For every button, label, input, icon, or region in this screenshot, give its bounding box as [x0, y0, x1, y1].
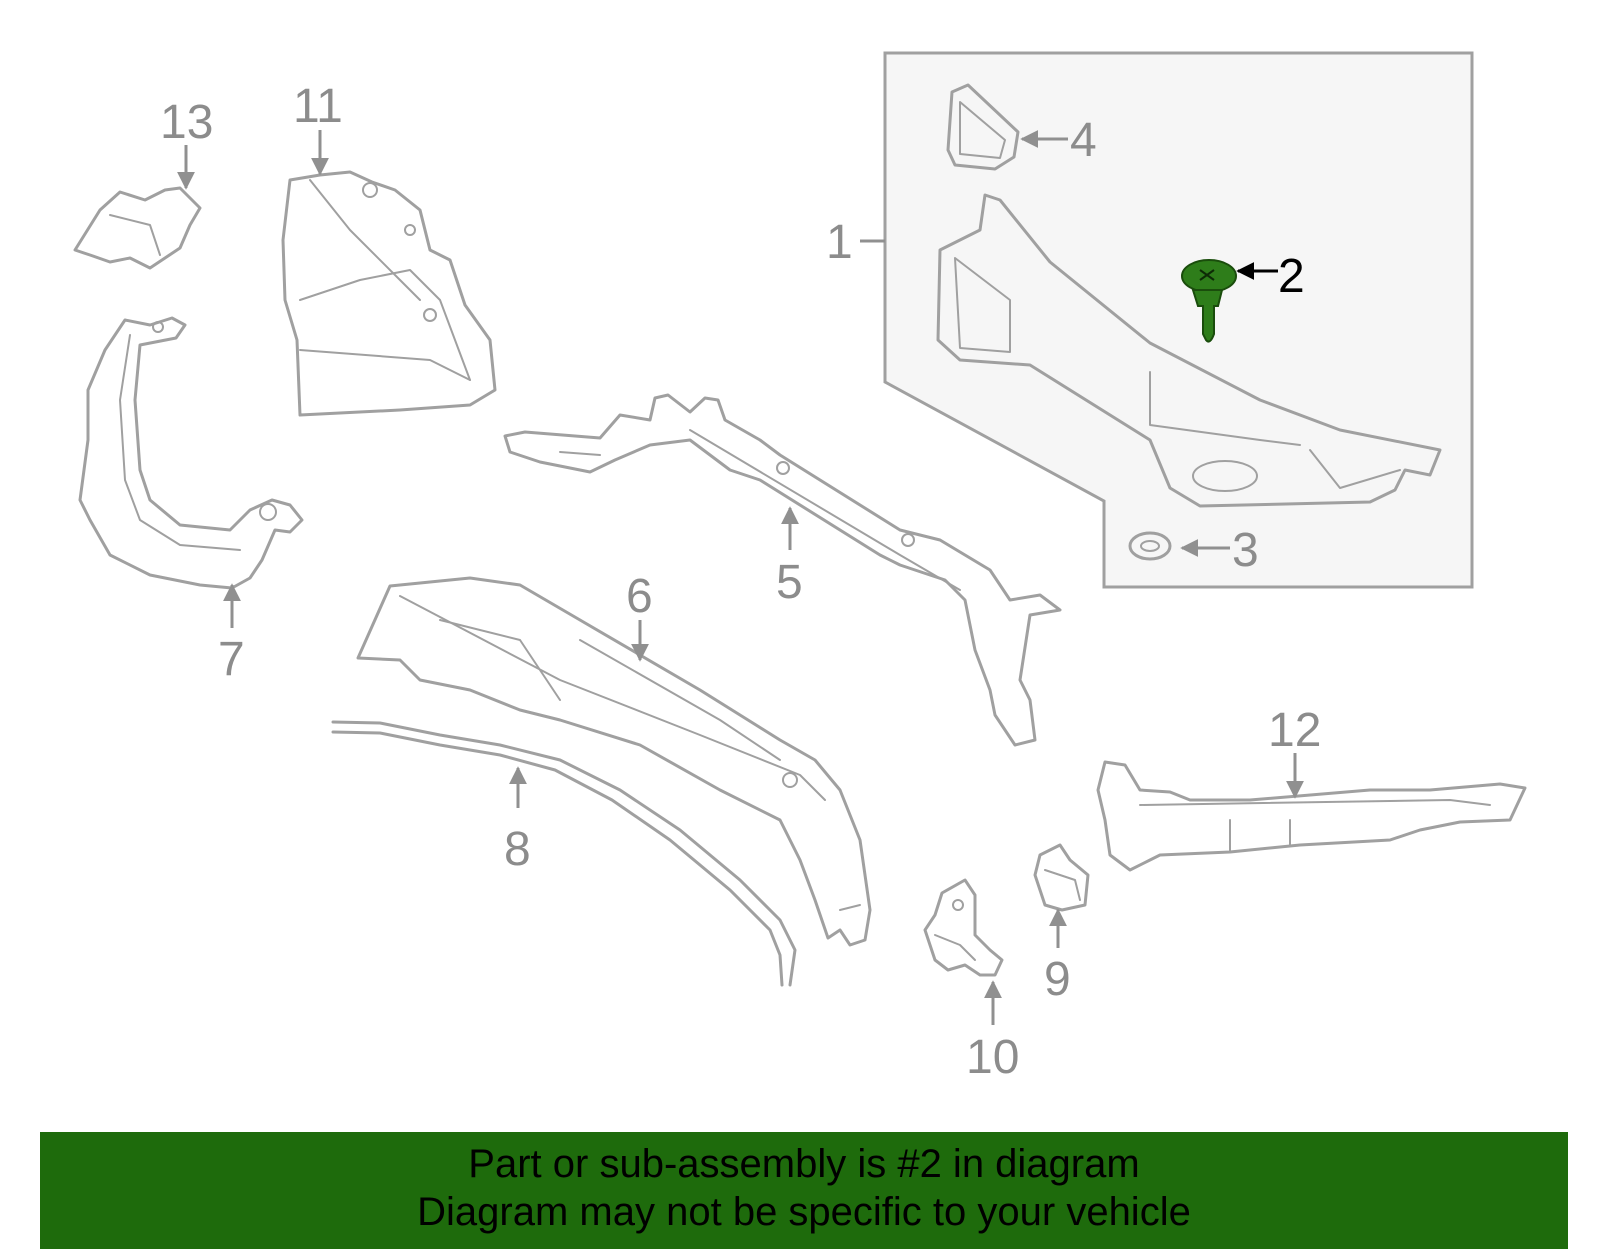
callout-5: 5: [776, 506, 803, 609]
callout-2: 2: [1236, 250, 1305, 303]
callout-label-7: 7: [218, 633, 245, 686]
part-5-cross-member[interactable]: [503, 393, 1062, 747]
callout-label-6: 6: [626, 570, 653, 623]
callout-label-9: 9: [1044, 953, 1071, 1006]
part-12-right-member[interactable]: [1096, 760, 1527, 872]
callout-label-5: 5: [776, 556, 803, 609]
assembly-box-outline: [883, 51, 1474, 589]
callout-label-13: 13: [160, 96, 213, 149]
callout-label-10: 10: [966, 1031, 1019, 1084]
callout-label-1: 1: [826, 216, 853, 269]
part-6-cowl-lower[interactable]: [356, 576, 872, 947]
part-13-small-bracket[interactable]: [73, 186, 202, 270]
part-10-bracket[interactable]: [923, 878, 1004, 977]
callout-label-12: 12: [1268, 704, 1321, 757]
callout-3: 3: [1180, 524, 1259, 577]
callout-4: 4: [1020, 114, 1097, 167]
callout-10: 10: [966, 980, 1019, 1084]
callout-8: 8: [504, 766, 531, 876]
callout-label-2: 2: [1278, 250, 1305, 303]
callout-11: 11: [293, 80, 343, 176]
callout-label-11: 11: [293, 80, 343, 133]
part-8-seal-strip[interactable]: [331, 720, 797, 987]
callout-label-3: 3: [1232, 524, 1259, 577]
part-9-small-plate[interactable]: [1033, 843, 1090, 912]
part-4-cap[interactable]: [946, 83, 1020, 171]
callout-label-4: 4: [1070, 114, 1097, 167]
banner-line-2: Diagram may not be specific to your vehi…: [417, 1190, 1191, 1234]
callout-9: 9: [1044, 908, 1071, 1006]
callout-7: 7: [218, 583, 245, 686]
part-3-grommet[interactable]: [1128, 531, 1172, 561]
callout-6: 6: [626, 570, 653, 662]
part-11-inner-panel[interactable]: [281, 170, 497, 417]
info-banner: Part or sub-assembly is #2 in diagram Di…: [40, 1132, 1568, 1249]
banner-line-1: Part or sub-assembly is #2 in diagram: [468, 1142, 1140, 1186]
part-2-clip-highlighted[interactable]: [1181, 259, 1237, 343]
callout-label-8: 8: [504, 823, 531, 876]
part-7-left-bracket[interactable]: [78, 316, 304, 590]
callout-1: 1: [826, 216, 885, 269]
callout-12: 12: [1268, 704, 1321, 799]
part-1-cowl-panel[interactable]: [936, 193, 1442, 508]
callout-13: 13: [160, 96, 213, 190]
